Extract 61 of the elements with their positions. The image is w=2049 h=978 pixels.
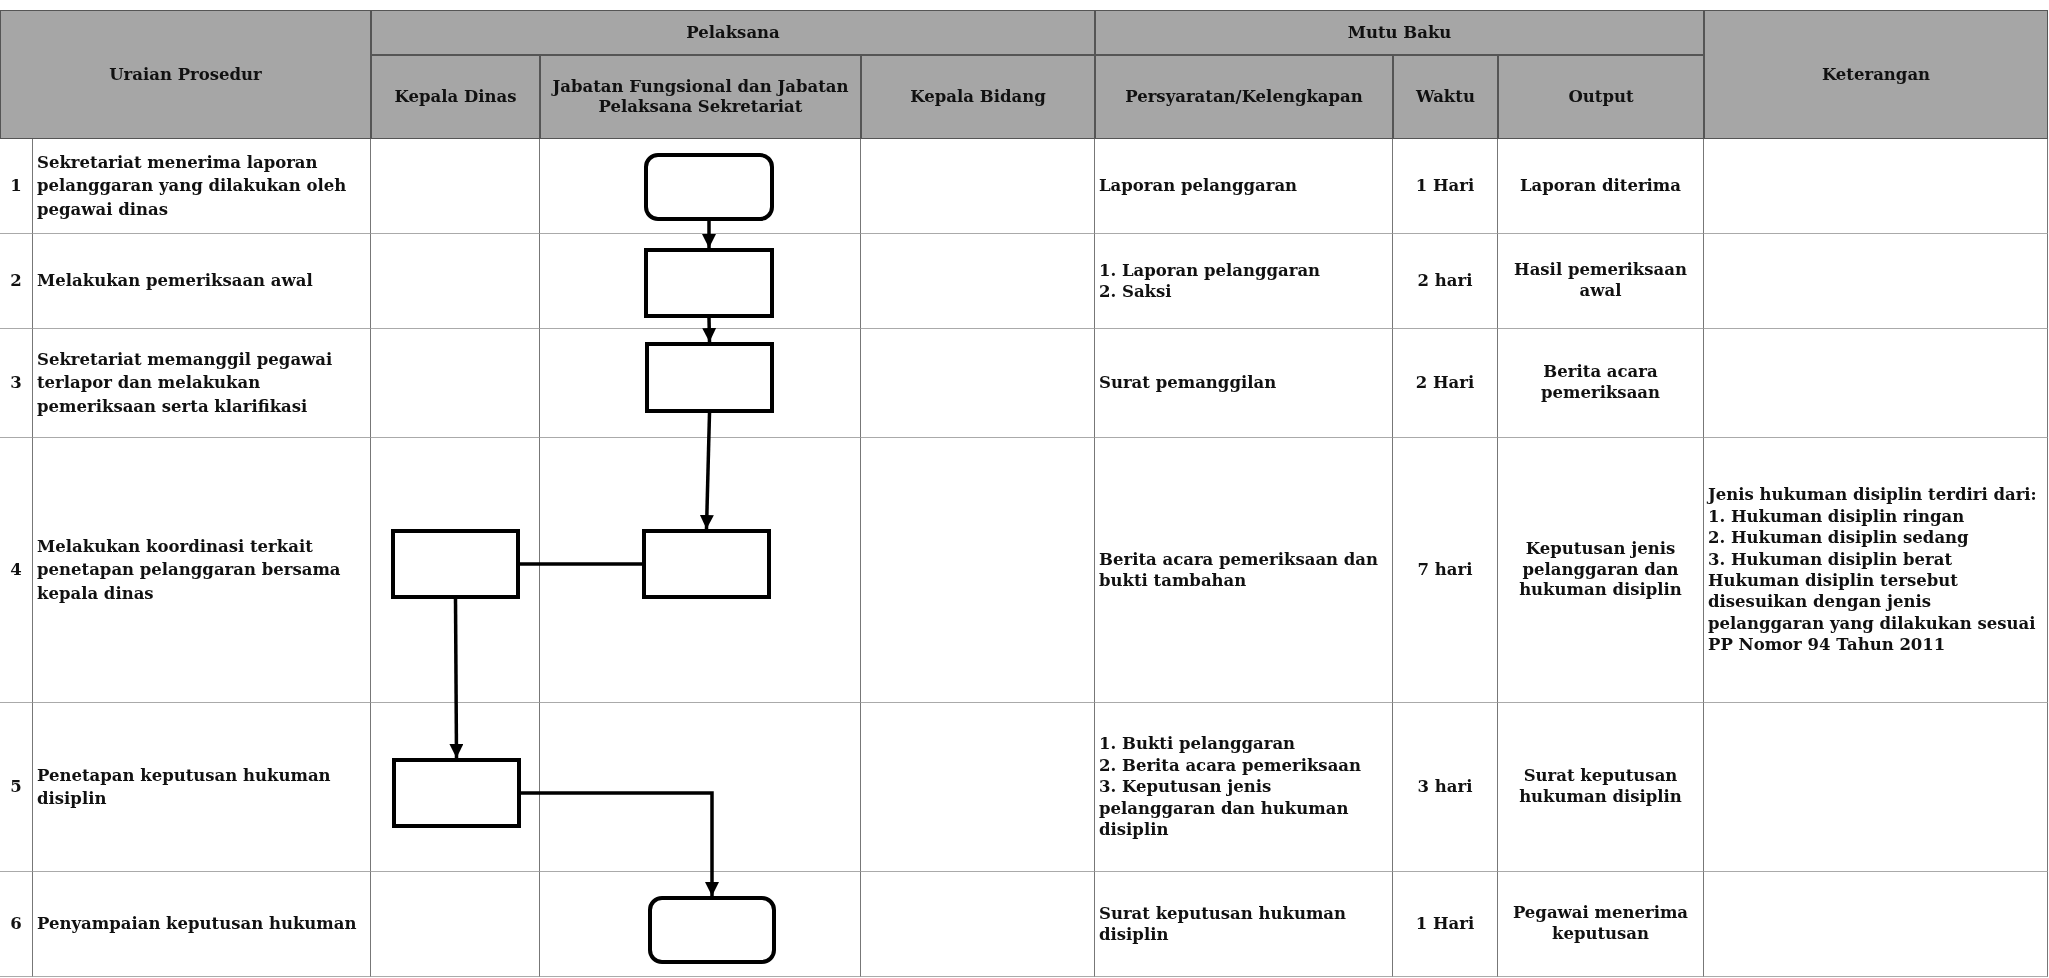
note-text: Jenis hukuman disiplin terdiri dari: — [1708, 484, 2037, 506]
requirement-text: 2. Saksi — [1099, 281, 1172, 303]
header-cell: Keterangan — [1704, 10, 2048, 139]
requirement-text: 1. Bukti pelanggaran — [1099, 733, 1296, 755]
terminal-box — [644, 153, 774, 221]
process-box — [644, 248, 774, 318]
duration-text: 2 Hari — [1415, 372, 1475, 395]
header-cell: Kepala Dinas — [371, 55, 540, 139]
header-cell: Pelaksana — [371, 10, 1095, 55]
terminal-box — [648, 896, 776, 964]
requirement-text: 3. Keputusan jenis pelanggaran dan hukuman disiplin — [1099, 776, 1350, 841]
header-cell: Persyaratan/Kelengkapan — [1095, 55, 1393, 139]
connector-line — [520, 562, 642, 566]
header-cell: Kepala Bidang — [861, 55, 1095, 139]
output-text: Keputusan jenis pelanggaran dan hukuman disiplin — [1518, 539, 1683, 601]
procedure-text: Sekretariat memanggil pegawai terlapor dan melakukan pemeriksaan serta klarifikasi — [37, 349, 334, 418]
process-box — [645, 342, 774, 413]
procedure-text: Sekretariat menerima laporan pelanggaran yang dilakukan oleh pegawai dinas — [37, 152, 348, 221]
note-text: 3. Hukuman disiplin berat — [1708, 548, 1953, 570]
note-text: Hukuman disiplin tersebut disesuikan dengan jenis pelanggaran yang dilakukan sesuai PP Nomor 94 Tahun 2011 — [1708, 570, 2037, 656]
process-box — [392, 758, 521, 828]
header-cell: Output — [1498, 55, 1704, 139]
header-cell: Mutu Baku — [1095, 10, 1704, 55]
duration-text: 7 hari — [1417, 559, 1473, 582]
output-text: Surat keputusan hukuman disiplin — [1518, 766, 1683, 808]
procedure-text: Penetapan keputusan hukuman disiplin — [37, 764, 332, 810]
step-number: 5 — [10, 776, 22, 799]
arrow — [702, 317, 717, 343]
output-text: Laporan diterima — [1520, 175, 1681, 197]
requirement-text: Berita acara pemeriksaan dan bukti tambahan — [1099, 548, 1380, 592]
duration-text: 3 hari — [1417, 776, 1473, 799]
process-box — [391, 529, 520, 599]
duration-text: 1 Hari — [1415, 913, 1475, 936]
step-number: 2 — [10, 270, 22, 293]
note-text: 2. Hukuman disiplin sedang — [1708, 527, 1969, 549]
process-box — [642, 529, 771, 599]
requirement-text: 2. Berita acara pemeriksaan — [1099, 754, 1362, 777]
requirement-text: Laporan pelanggaran — [1099, 175, 1298, 197]
procedure-text: Penyampaian keputusan hukuman — [37, 913, 357, 936]
arrow — [449, 599, 464, 758]
header-cell: Jabatan Fungsional dan Jabatan Pelaksana Sekretariat — [540, 55, 861, 139]
header-cell: Uraian Prosedur — [0, 10, 371, 139]
output-text: Pegawai menerima keputusan — [1511, 903, 1690, 945]
header-cell: Waktu — [1393, 55, 1498, 139]
note-text: 1. Hukuman disiplin ringan — [1708, 505, 1965, 528]
arrow — [702, 221, 716, 248]
requirement-text: Surat keputusan hukuman disiplin — [1099, 902, 1348, 946]
step-number: 1 — [10, 175, 22, 198]
arrow — [521, 791, 719, 896]
procedure-text: Melakukan pemeriksaan awal — [37, 270, 313, 293]
output-text: Hasil pemeriksaan awal — [1513, 260, 1688, 302]
requirement-text: Surat pemanggilan — [1099, 372, 1277, 394]
step-number: 3 — [10, 372, 22, 395]
procedure-text: Melakukan koordinasi terkait penetapan pelanggaran bersama kepala dinas — [37, 536, 342, 605]
step-number: 4 — [10, 559, 22, 582]
requirement-text: 1. Laporan pelanggaran — [1099, 259, 1321, 281]
step-number: 6 — [10, 913, 22, 936]
duration-text: 1 Hari — [1415, 175, 1475, 198]
duration-text: 2 hari — [1417, 270, 1473, 293]
arrow — [699, 412, 714, 530]
output-text: Berita acara pemeriksaan — [1539, 362, 1662, 404]
